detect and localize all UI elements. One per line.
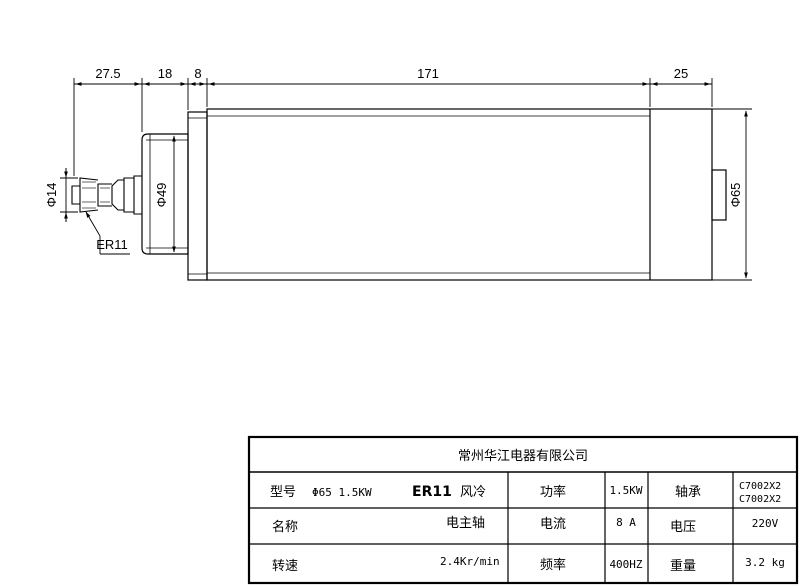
dim-collet-length: 27.5 (95, 66, 120, 81)
spindle-body (141, 108, 727, 281)
dim-body-diameter: Φ65 (728, 183, 743, 208)
bearing-label: 轴承 (675, 485, 701, 500)
bearing-value-1: C7002X2 (739, 481, 781, 492)
dim-endcap-length: 25 (674, 66, 688, 81)
weight-label: 重量 (670, 558, 696, 574)
top-dimensions (73, 78, 713, 176)
power-label: 功率 (540, 484, 566, 500)
weight-value: 3.2 kg (745, 556, 785, 569)
frequency-value: 400HZ (609, 558, 642, 571)
title-block (247, 435, 799, 585)
dim-body-length: 171 (417, 66, 439, 81)
motor-housing (206, 108, 713, 281)
bearing-value-2: C7002X2 (739, 494, 781, 505)
current-label: 电流 (540, 517, 566, 532)
model-value: Φ65 1.5KW (312, 486, 372, 499)
model-collet: ER11 (412, 484, 452, 500)
speed-value: 2.4Kr/min (440, 555, 500, 568)
voltage-value: 220V (752, 517, 779, 530)
collet-nut (71, 175, 142, 215)
rear-connector (711, 169, 727, 221)
voltage-label: 电压 (670, 520, 696, 535)
dim-nose-length: 18 (158, 66, 172, 81)
dim-flange-length: 8 (194, 66, 201, 81)
model-label: 型号 (270, 485, 296, 500)
company-name: 常州华江电器有限公司 (458, 449, 588, 464)
speed-label: 转速 (272, 559, 298, 574)
collet-label: ER11 (96, 237, 128, 252)
model-cooling: 风冷 (460, 485, 486, 500)
name-value: 电主轴 (446, 516, 485, 531)
current-value: 8 A (616, 516, 636, 529)
nose-cylinder (141, 133, 189, 255)
name-label: 名称 (272, 519, 298, 535)
vertical-dimensions (60, 108, 752, 281)
dim-nose-diameter: Φ49 (154, 183, 169, 208)
dim-shaft-diameter: Φ14 (44, 183, 59, 208)
power-value: 1.5KW (609, 484, 642, 497)
frequency-label: 频率 (540, 557, 566, 573)
front-flange (187, 111, 208, 281)
